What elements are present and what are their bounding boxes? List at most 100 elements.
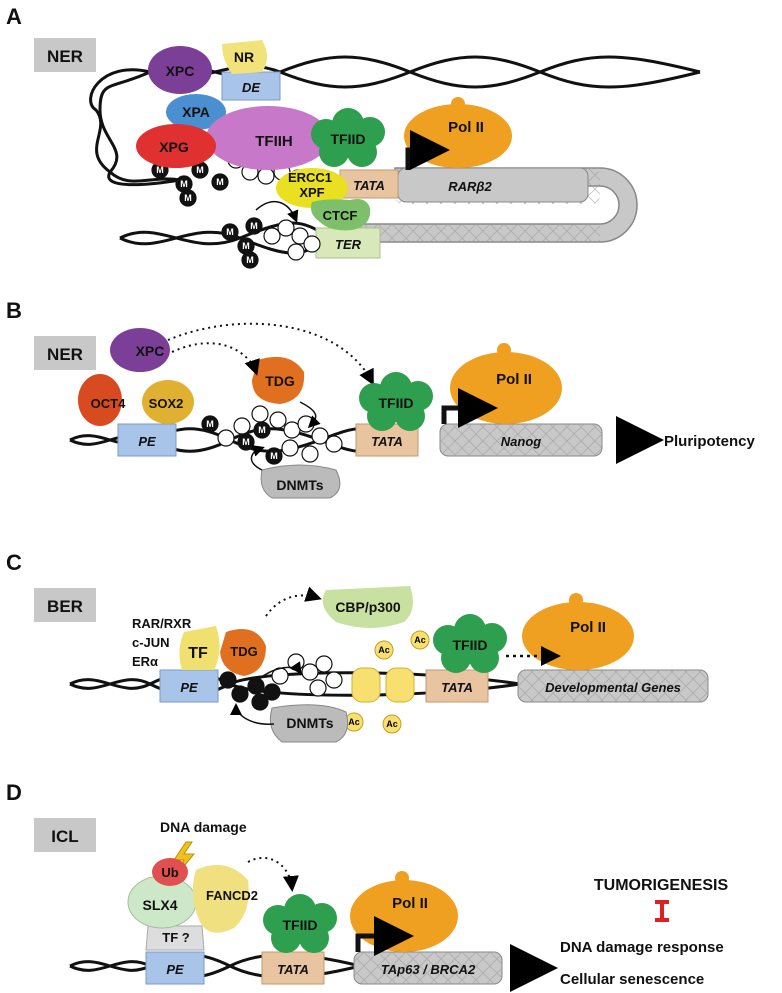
pe-label-b: PE [138, 434, 156, 449]
tata-element-d [261, 951, 325, 985]
methyl-mark: M [184, 193, 192, 203]
xpc-label-b: XPC [136, 343, 165, 359]
ub-protein [152, 858, 188, 886]
dnmts-label-b: DNMTs [276, 477, 323, 493]
methyl-mark: M [258, 425, 266, 435]
pol2-protein-d [350, 880, 458, 952]
xpg-label: XPG [159, 139, 189, 155]
panel-c-tag: BER [47, 597, 83, 616]
tdg-cbp-arrow [265, 586, 322, 617]
tdg-label-c: TDG [230, 644, 257, 659]
xpc-protein-a [148, 46, 212, 94]
methyl-mark: M [270, 451, 278, 461]
tf-label-c: TF [188, 645, 208, 662]
methyl-mark: M [242, 241, 250, 251]
ctcf-label: CTCF [323, 208, 358, 223]
fancd2-tfiid-arrow [247, 856, 299, 892]
panel-c: C BER RAR/RXR c-JUN ERα PE TATA Developm… [6, 550, 709, 743]
methyl-mark: M [196, 165, 204, 175]
panel-b-letter: B [6, 298, 22, 323]
methyl-labels-a: M M M M M M M M M [156, 165, 258, 265]
methyl-mark: M [250, 221, 258, 231]
ctcf-protein [311, 199, 371, 231]
panel-d: D ICL DNA damage PE TATA TAp63 / BRCA2 T… [6, 780, 729, 992]
pol2-knob-b [497, 343, 511, 357]
panel-b-tag-box [34, 336, 96, 370]
xpf-label: XPF [299, 185, 324, 200]
pol2-protein-b [450, 352, 562, 424]
tdg-protein-c [220, 629, 266, 676]
fancd2-label: FANCD2 [206, 888, 258, 903]
tfiih-protein [206, 106, 330, 170]
ac-mark: Ac [378, 645, 390, 655]
tdg-arrow-c [259, 661, 302, 679]
methyl-mark: M [226, 227, 234, 237]
pol2-label-c: Pol II [570, 619, 606, 636]
methyl-mark: M [206, 419, 214, 429]
xpa-label: XPA [182, 104, 210, 120]
pol2-label-a: Pol II [448, 119, 484, 136]
pol2-label-b: Pol II [496, 371, 532, 388]
tata-label-c: TATA [441, 680, 473, 695]
tata-label-a: TATA [353, 178, 385, 193]
panel-d-tag: ICL [51, 827, 78, 846]
transcription-arrow-d [355, 916, 414, 956]
gene-hatch-c [518, 670, 708, 702]
gene-label-d: TAp63 / BRCA2 [381, 962, 476, 977]
ac-mark: Ac [348, 717, 360, 727]
panel-d-letter: D [6, 780, 22, 805]
dnmts-protein-b [260, 464, 341, 499]
methyl-mark: M [246, 255, 254, 265]
nr-protein [222, 40, 267, 74]
tdg-arrow-b [299, 401, 321, 429]
xpc-label-a: XPC [166, 63, 195, 79]
panel-c-tag-box [34, 588, 96, 622]
pe-element-d [145, 951, 205, 985]
gene-label-a: RARβ2 [448, 179, 492, 194]
transcription-arrow-a [405, 130, 450, 170]
tf-list-cjun: c-JUN [132, 635, 170, 650]
panel-a-letter: A [6, 4, 22, 29]
dnmts-arrow-c [230, 703, 275, 725]
gene-label-b: Nanog [501, 434, 542, 449]
gene-hatch-b [440, 424, 602, 456]
dnmts-arrow-b [250, 445, 265, 471]
pol2-protein-a [404, 104, 512, 168]
pol2-protein-c [522, 602, 634, 670]
panel-c-letter: C [6, 550, 22, 575]
methyl-mark: M [216, 177, 224, 187]
dna-damage-label: DNA damage [160, 819, 247, 835]
pe-element-c [159, 669, 219, 703]
xpa-protein [166, 94, 226, 130]
gene-box-a [397, 167, 589, 203]
senescence-label: Cellular senescence [560, 971, 704, 988]
ter-label: TER [335, 237, 362, 252]
ddr-label: DNA damage response [560, 939, 724, 956]
tata-label-b: TATA [371, 434, 403, 449]
panel-a: A NER RARβ2 DE TATA TER [6, 4, 701, 269]
tf-protein-d [145, 925, 205, 951]
cbp-protein [322, 586, 413, 628]
methyl-mark: M [242, 437, 250, 447]
ercc1-label: ERCC1 [288, 170, 332, 185]
pe-label-c: PE [180, 680, 198, 695]
tumorigenesis-label: TUMORIGENESIS [594, 877, 729, 894]
tata-label-d: TATA [277, 962, 309, 977]
inhibition-icon [655, 900, 669, 922]
methyl-beads-b [201, 405, 343, 465]
sox2-label: SOX2 [149, 396, 184, 411]
tf-list-rar: RAR/RXR [132, 616, 192, 631]
dnmts-protein-c [269, 704, 349, 743]
tfiid-label-c: TFIID [453, 637, 488, 653]
ub-label: Ub [161, 865, 178, 880]
tfiid-label-b: TFIID [379, 395, 414, 411]
methyl-mark: M [156, 165, 164, 175]
panel-a-tag: NER [47, 47, 83, 66]
slx4-label: SLX4 [142, 897, 177, 913]
fancd2-protein [192, 864, 249, 933]
panel-b: B NER PE TATA Nanog M M M M XP [6, 298, 756, 499]
gene-label-c: Developmental Genes [545, 680, 681, 695]
sox2-protein [142, 380, 194, 424]
ercc1-xpf-protein [276, 168, 348, 208]
oct4-label: OCT4 [91, 396, 126, 411]
